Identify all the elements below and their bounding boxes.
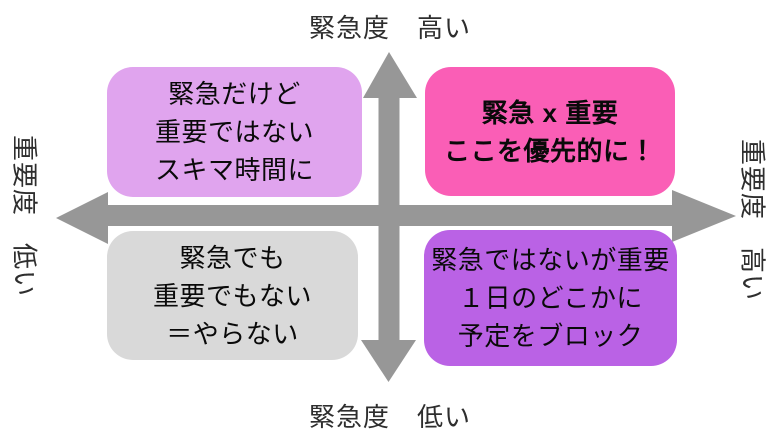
- quadrant-line: 予定をブロック: [457, 321, 644, 351]
- quadrant-line: 重要ではない: [154, 117, 314, 147]
- arrow-down-icon: [361, 340, 416, 382]
- quadrant-line: １日のどこかに: [458, 283, 643, 313]
- axis-label-urgency-high: 緊急度 高い: [308, 13, 471, 43]
- quadrant-line: 緊急 x 重要: [481, 97, 619, 128]
- arrow-left-icon: [56, 192, 108, 244]
- quadrant-urgent-not-important: 緊急だけど 重要ではない スキマ時間に: [107, 67, 362, 197]
- quadrant-line: ＝やらない: [166, 318, 299, 349]
- quadrant-line: 緊急だけど: [168, 79, 301, 109]
- quadrant-line: 重要でもない: [152, 280, 312, 311]
- quadrant-not-urgent-not-important: 緊急でも 重要でもない ＝やらない: [107, 231, 358, 360]
- quadrant-line: 緊急ではないが重要: [431, 245, 670, 275]
- axis-label-importance-high: 重要度 高い: [737, 138, 768, 302]
- arrow-up-icon: [363, 52, 417, 98]
- quadrant-not-urgent-important: 緊急ではないが重要 １日のどこかに 予定をブロック: [424, 230, 677, 366]
- horizontal-axis-shaft: [100, 205, 678, 226]
- axis-label-importance-low: 重要度 低い: [9, 134, 40, 298]
- quadrant-line: 緊急でも: [179, 242, 286, 273]
- axis-label-urgency-low: 緊急度 低い: [308, 402, 471, 432]
- quadrant-line: スキマ時間に: [154, 155, 314, 185]
- quadrant-line: ここを優先的に！: [443, 135, 656, 166]
- quadrant-urgent-important: 緊急 x 重要 ここを優先的に！: [425, 67, 675, 196]
- arrow-right-icon: [672, 190, 736, 242]
